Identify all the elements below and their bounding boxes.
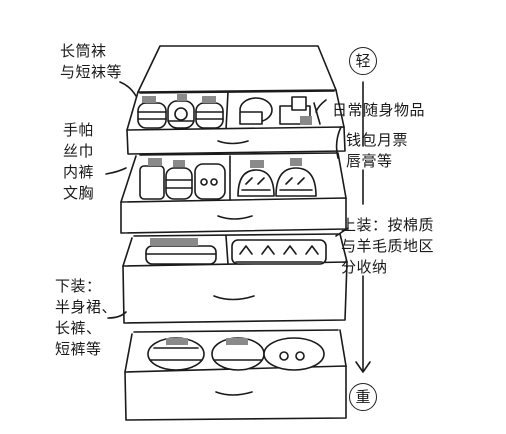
label-bottoms-line3: 长裤、: [55, 319, 102, 337]
label-tops-line2: 与羊毛质地区: [341, 237, 435, 255]
handkerchief-items: [139, 158, 226, 200]
drawer-1: [126, 45, 346, 155]
label-tops: 上装：按棉质 与羊毛质地区 分收纳: [341, 215, 434, 278]
light-marker-text: 轻: [355, 52, 371, 70]
light-marker: 轻: [349, 47, 377, 75]
label-daily-ex-line2: 唇膏等: [346, 152, 393, 170]
label-daily-ex-line1: 钱包月票: [346, 131, 409, 149]
rolled-bottoms: [147, 337, 325, 371]
daily-items: [239, 96, 321, 125]
label-bottoms: 下装： 半身裙、 长裤、 短裤等: [55, 276, 117, 360]
bra-items: [237, 158, 317, 197]
drawer-3: [122, 233, 348, 324]
heavy-marker-text: 重: [355, 388, 371, 406]
label-bottoms-line1: 下装：: [55, 277, 102, 295]
label-hk-line1: 手帕: [63, 121, 95, 139]
label-daily-examples: 钱包月票 唇膏等: [346, 130, 408, 172]
label-tops-line1: 上装：按棉质: [341, 216, 435, 234]
label-tops-line3: 分收纳: [341, 258, 388, 276]
label-socks-line2: 与短袜等: [60, 63, 123, 81]
folded-tops: [145, 238, 327, 265]
drawer-2: [120, 152, 347, 234]
weight-arrow: [355, 81, 371, 373]
socks-rolls: [137, 94, 224, 129]
label-socks: 长筒袜 与短袜等: [60, 41, 122, 83]
label-hk-line3: 内裤: [63, 163, 95, 181]
pointer-lines: [105, 81, 349, 319]
label-handkerchiefs: 手帕 丝巾 内裤 文胸: [63, 120, 94, 204]
label-socks-line1: 长筒袜: [60, 42, 107, 60]
label-hk-line4: 文胸: [63, 184, 95, 202]
label-bottoms-line4: 短裤等: [55, 340, 102, 358]
label-hk-line2: 丝巾: [63, 142, 95, 160]
heavy-marker: 重: [349, 383, 377, 411]
label-bottoms-line2: 半身裙、: [55, 298, 118, 316]
label-daily-items: 日常随身物品: [332, 100, 425, 121]
drawer-4: [124, 329, 347, 421]
label-daily-line1: 日常随身物品: [332, 101, 426, 119]
